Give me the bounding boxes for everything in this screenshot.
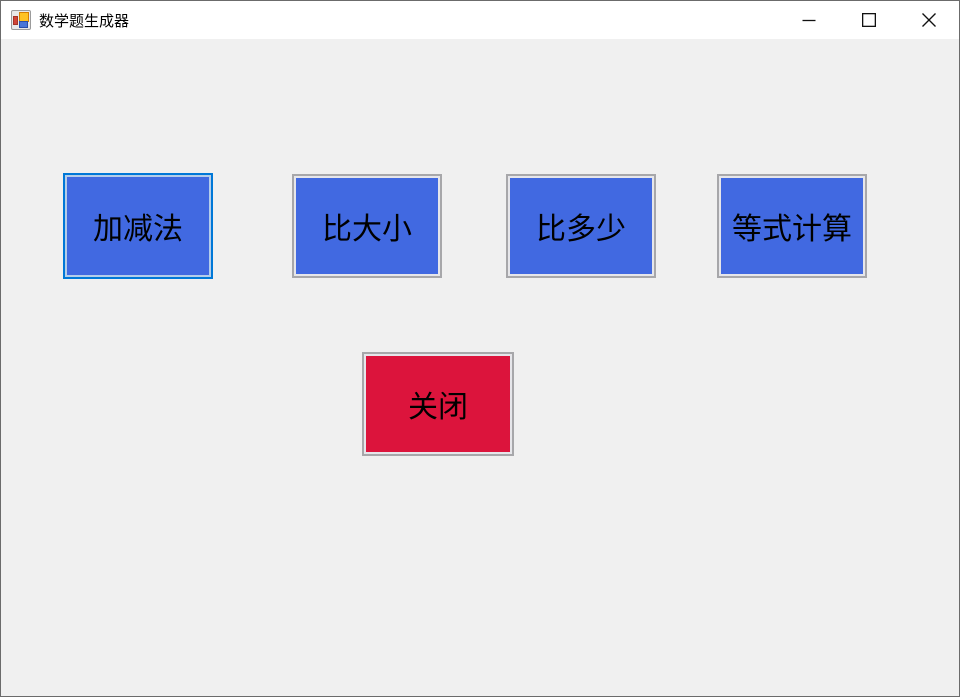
maximize-icon: [862, 13, 876, 27]
app-icon-blue-square: [19, 21, 28, 28]
title-bar: 数学题生成器: [1, 1, 959, 39]
app-icon: [11, 10, 31, 30]
close-app-button[interactable]: 关闭: [362, 352, 514, 456]
minimize-button[interactable]: [779, 1, 839, 39]
window-close-button[interactable]: [899, 1, 959, 39]
compare-size-button[interactable]: 比大小: [292, 174, 442, 278]
compare-quantity-button[interactable]: 比多少: [506, 174, 656, 278]
minimize-icon: [802, 19, 816, 22]
maximize-button[interactable]: [839, 1, 899, 39]
close-icon: [922, 13, 936, 27]
equation-calc-button[interactable]: 等式计算: [717, 174, 867, 278]
window-title: 数学题生成器: [39, 12, 130, 30]
app-icon-red-square: [13, 16, 18, 25]
add-subtract-button[interactable]: 加减法: [63, 173, 213, 279]
